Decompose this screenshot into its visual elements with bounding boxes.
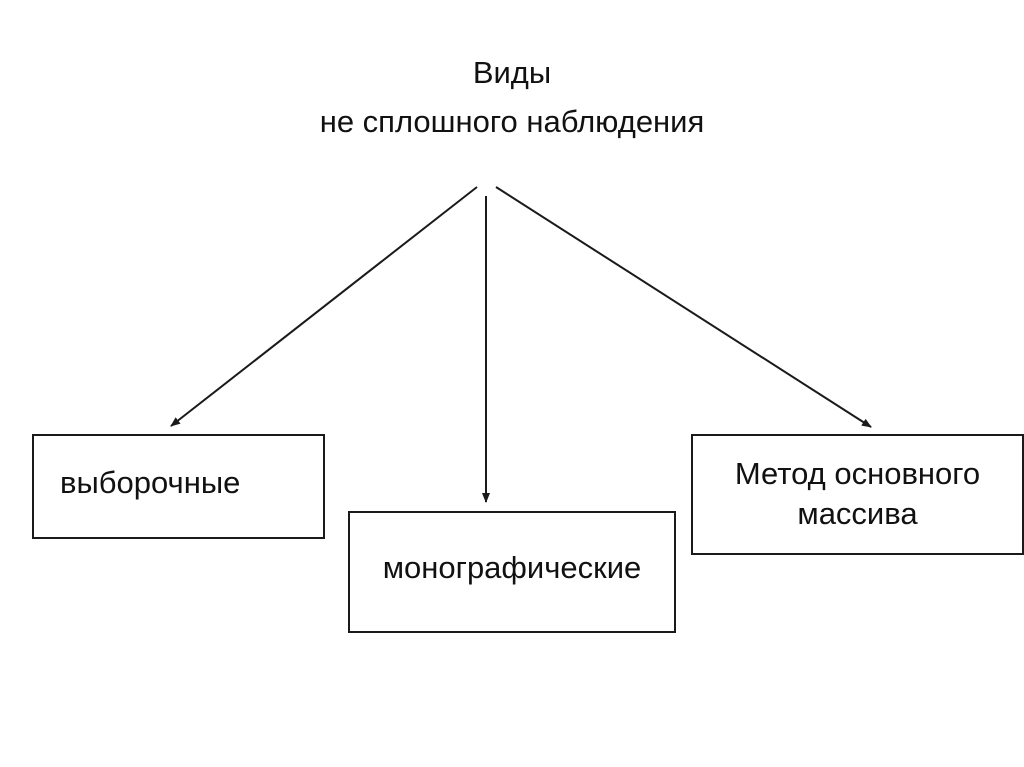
node-monographic: монографические [348,511,676,633]
diagram-title-line1: Виды [472,55,552,90]
node-monographic-label: монографические [382,550,642,585]
node-sample: выборочные [32,434,325,539]
node-sample-label: выборочные [60,464,241,500]
node-main-array-line2: массива [797,496,918,531]
node-main-array: Метод основного массива [691,434,1024,555]
arrow-to-main-array [495,186,872,428]
node-main-array-line1: Метод основного [734,456,981,491]
arrow-to-sample [170,186,478,427]
diagram-title-line2: не сплошного наблюдения [319,104,705,139]
